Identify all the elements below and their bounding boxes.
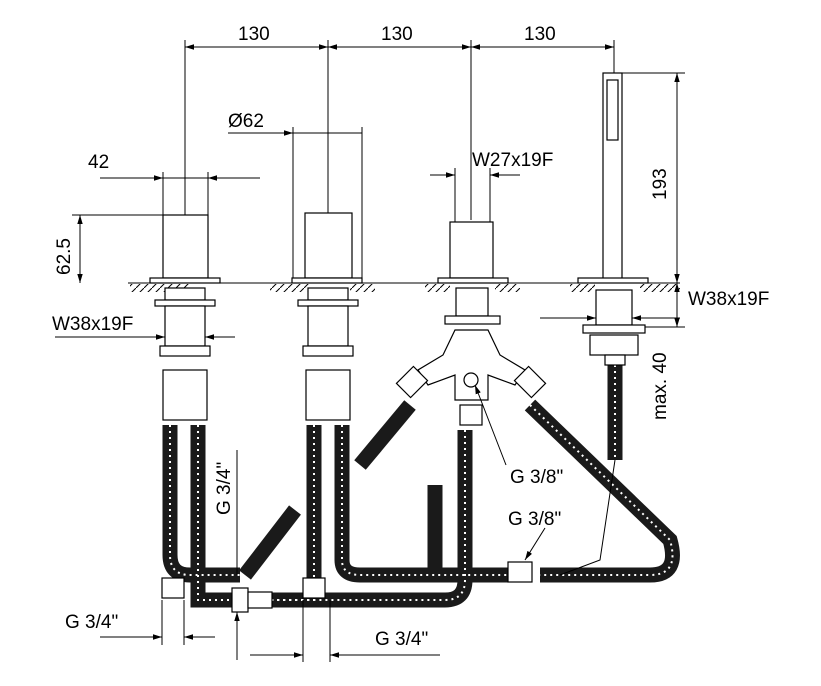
handle-height-dimension: 62.5: [54, 214, 163, 283]
diverter-valve: [395, 221, 547, 583]
left-handle-valve: [149, 214, 221, 599]
right-wrench-label: W38x19F: [688, 289, 769, 310]
handle-height-label: 62.5: [54, 238, 75, 275]
spacing-label: 130: [238, 24, 270, 45]
max-thickness-dimension: max. 40: [645, 283, 685, 420]
g34-vertical-label: G 3/4": [214, 462, 235, 515]
g38-bottom-label: G 3/8": [508, 509, 561, 530]
hand-shower: [577, 72, 649, 366]
max-thickness-label: max. 40: [650, 352, 671, 420]
shower-height-dimension: 193: [622, 72, 685, 283]
shower-height-label: 193: [650, 168, 671, 200]
braided-hoses: [162, 365, 680, 608]
left-wrench-dimension: W38x19F: [52, 314, 235, 340]
handle-width-dimension: 42: [88, 152, 260, 215]
spacing-dimension: 130 130 130: [184, 24, 615, 220]
g38-top-label: G 3/8": [510, 467, 563, 488]
spacing-label: 130: [381, 24, 413, 45]
g34-bottom-label: G 3/4": [375, 629, 428, 650]
left-wrench-label: W38x19F: [52, 314, 133, 335]
right-wrench-dimension: W38x19F: [540, 289, 769, 321]
g34-callouts: G 3/4" G 3/4" G 3/4": [65, 450, 440, 662]
g34-left-label: G 3/4": [65, 612, 118, 633]
middle-handle-valve: [231, 212, 363, 613]
g38-callouts: G 3/8" G 3/8": [474, 384, 563, 561]
valve-wrench-label: W27x19F: [472, 150, 553, 171]
valve-wrench-dimension: W27x19F: [430, 150, 553, 225]
spacing-label: 130: [524, 24, 556, 45]
diameter-label: Ø62: [228, 111, 264, 132]
handle-width-label: 42: [88, 152, 109, 173]
diameter-dimension: Ø62: [228, 111, 363, 278]
